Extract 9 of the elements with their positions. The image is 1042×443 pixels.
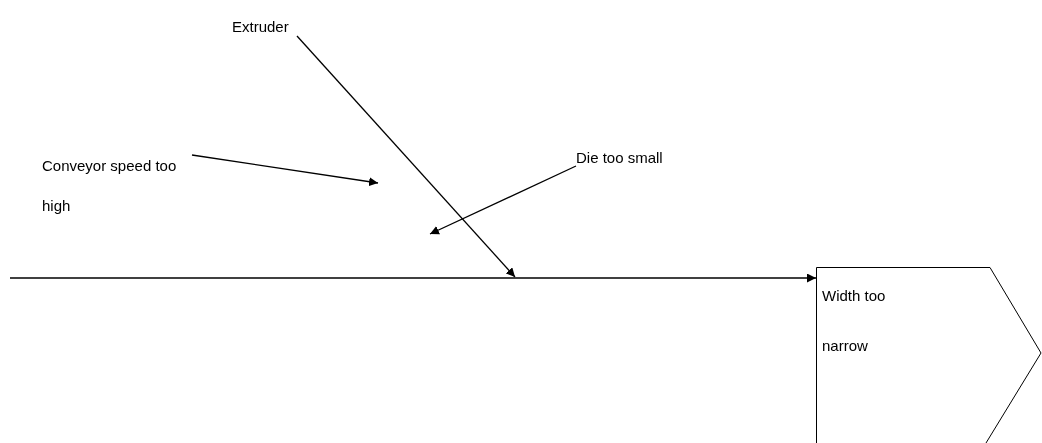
category-label: Extruder xyxy=(232,18,290,36)
effect-box xyxy=(816,267,1042,443)
cause-label: Conveyor speed too high xyxy=(42,156,178,216)
arrow xyxy=(191,154,379,187)
effect-label: Width too narrow xyxy=(822,286,887,356)
arrow xyxy=(296,35,516,278)
arrow xyxy=(9,273,817,283)
cause-label: Die too small xyxy=(576,148,664,168)
arrow xyxy=(429,165,577,235)
